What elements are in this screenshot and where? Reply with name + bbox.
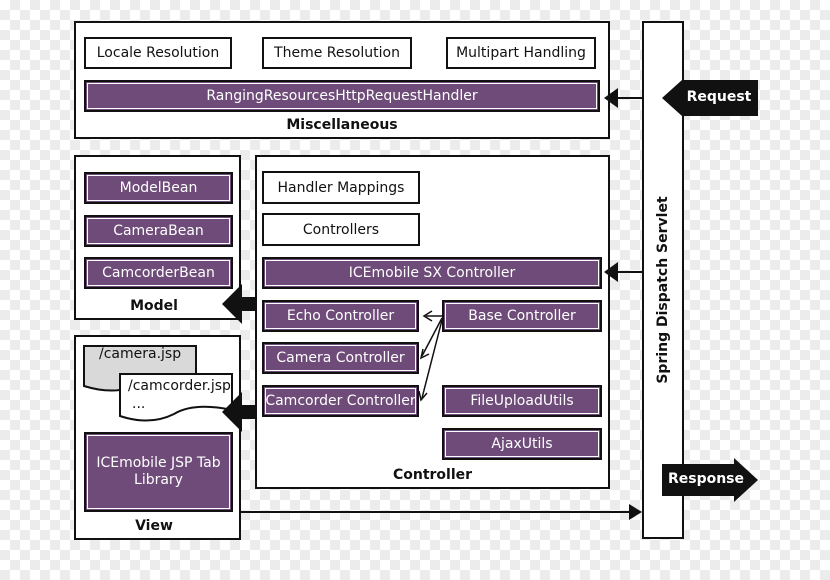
camera-controller-box: Camera Controller: [262, 342, 419, 374]
base-controller-box: Base Controller: [442, 300, 602, 332]
request-label: Request: [686, 89, 752, 105]
ajax-utils-box: AjaxUtils: [442, 428, 602, 460]
multipart-handling-box: Multipart Handling: [446, 37, 596, 69]
camera-jsp-label: /camera.jsp: [99, 346, 182, 362]
theme-resolution-box: Theme Resolution: [262, 37, 412, 69]
dispatch-servlet-title: Spring Dispatch Servlet: [655, 196, 671, 384]
camcorder-jsp-ellipsis: ...: [132, 396, 146, 412]
controller-title: Controller: [392, 467, 473, 483]
response-label: Response: [667, 471, 745, 487]
controllers-box: Controllers: [262, 213, 420, 246]
camera-bean-box: CameraBean: [84, 215, 233, 247]
camcorder-jsp-label: /camcorder.jsp: [128, 378, 231, 394]
model-title: Model: [130, 298, 178, 314]
fileupload-utils-box: FileUploadUtils: [442, 385, 602, 417]
locale-resolution-box: Locale Resolution: [84, 37, 232, 69]
echo-controller-box: Echo Controller: [262, 300, 419, 332]
camcorder-bean-box: CamcorderBean: [84, 257, 233, 289]
handler-mappings-box: Handler Mappings: [262, 171, 420, 204]
view-to-servlet-arrow: [241, 504, 642, 520]
view-title: View: [135, 518, 173, 534]
misc-title: Miscellaneous: [286, 117, 398, 133]
ranging-handler-box: RangingResourcesHttpRequestHandler: [84, 80, 600, 112]
camcorder-controller-box: Camcorder Controller: [262, 385, 419, 417]
sx-controller-box: ICEmobile SX Controller: [262, 257, 602, 289]
model-bean-box: ModelBean: [84, 172, 233, 204]
taglib-box: ICEmobile JSP Tab Library: [84, 432, 233, 512]
